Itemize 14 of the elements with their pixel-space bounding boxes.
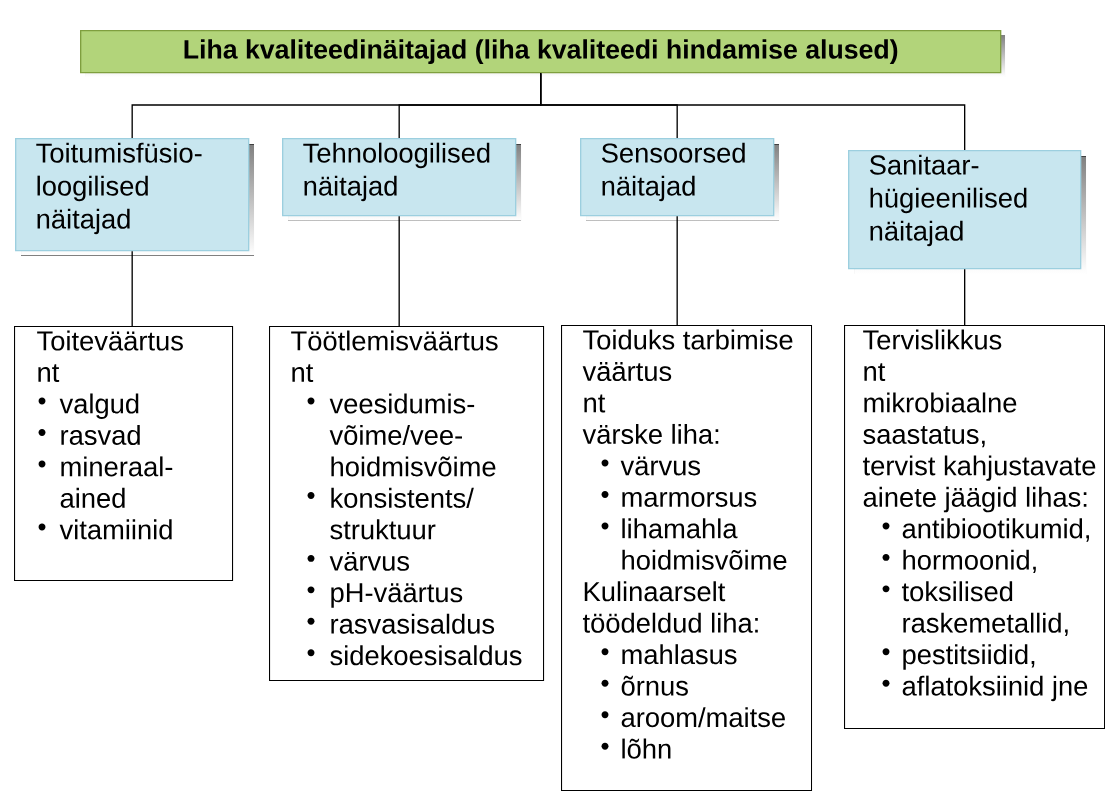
title-banner: Liha kvaliteedinäitajad (liha kvaliteedi hindamise alused) [80, 30, 1005, 77]
detail-box: Tervislikkus nt mikrobiaalne saastatus, tervist kahjustavate ainete jäägid lihas: antibiootikumid, hormoonid, toksilised raskemetallid, pestitsiidid, aflatoksiinid jne [844, 325, 1105, 730]
connector-line [964, 268, 966, 326]
category-box: Toitumisfüsio- loogilised näitajad [15, 138, 254, 256]
category-box: Sanitaar- hügieenilised näitajad [848, 150, 1086, 274]
connector-line [398, 215, 400, 327]
category-box: Tehnoloogilised näitajad [282, 138, 521, 221]
connector-line [540, 72, 966, 151]
detail-box: Toiteväärtus nt valgud rasvad mineraal- ained vitamiinid [14, 326, 234, 582]
category-box: Sensoorsed näitajad [580, 138, 779, 221]
connector-line [131, 250, 133, 327]
detail-box: Töötlemisväärtus nt veesidumis- võime/vee- hoidmisvõime konsistents/ struktuur värvus pH-väärtus rasvasisaldus sidekoesisaldus [269, 326, 545, 682]
detail-box: Toiduks tarbimise väärtus nt värske liha: värvus marmorsus lihamahla hoidmisvõime Kulinaarselt töödeldud liha: mahlasus õrnus aroom/maitse lõhn [561, 325, 813, 791]
connector-line [676, 215, 678, 326]
